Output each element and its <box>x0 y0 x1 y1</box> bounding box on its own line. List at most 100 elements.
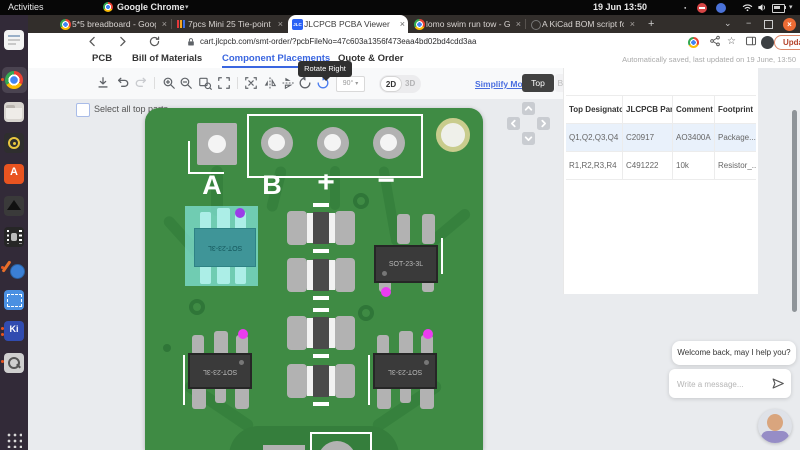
pan-left-button[interactable] <box>507 117 520 130</box>
window-minimize-button[interactable]: − <box>746 18 752 28</box>
back-icon[interactable] <box>86 35 99 48</box>
dock-magnifier[interactable] <box>4 353 24 373</box>
volume-icon[interactable] <box>757 2 768 13</box>
pad <box>377 335 389 355</box>
placements-table: Top Designator JLCPCB Part # Comment Foo… <box>566 95 756 180</box>
dnd-icon[interactable] <box>697 3 707 13</box>
pad <box>420 387 434 409</box>
component-body: SOT-23-3L <box>194 228 256 267</box>
send-icon[interactable] <box>771 377 785 390</box>
pcb-board[interactable]: A B + − SOT-23-3L SOT-23-3L <box>145 108 483 450</box>
selected-component-q[interactable]: SOT-23-3L <box>185 206 258 286</box>
tab-search-caret-icon[interactable]: ⌄ <box>724 18 732 28</box>
dock-inkscape[interactable] <box>4 196 24 216</box>
table-row[interactable]: R1,R2,R3,R4 C491222 10k Resistor_... <box>566 152 756 180</box>
sidepanel-icon[interactable] <box>745 35 757 47</box>
pan-down-button[interactable] <box>522 132 535 145</box>
silk-label-b: B <box>262 170 282 200</box>
tab-close-icon[interactable]: × <box>399 19 405 29</box>
system-menu-caret-icon[interactable]: ▾ <box>789 4 793 11</box>
nav-bill-of-materials[interactable]: Bill of Materials <box>132 53 203 64</box>
profile-avatar[interactable] <box>761 35 774 49</box>
tab-5[interactable]: A KiCad BOM script for ge × <box>525 15 638 33</box>
simplify-model-link[interactable]: Simplify Model <box>475 79 535 89</box>
bookmark-star-icon[interactable]: ☆ <box>727 36 736 47</box>
activities-button[interactable]: Activities <box>8 2 44 12</box>
zoom-out-icon[interactable] <box>179 76 193 90</box>
pad <box>397 214 410 244</box>
dock-rhythmbox[interactable] <box>4 133 24 153</box>
pad <box>287 364 307 398</box>
window-close-button[interactable]: × <box>783 17 796 31</box>
select-all-checkbox[interactable] <box>76 103 90 117</box>
pan-up-button[interactable] <box>522 102 535 115</box>
dock-ubuntu-software[interactable]: A <box>4 164 24 184</box>
pan-right-button[interactable] <box>537 117 550 130</box>
flip-horizontal-icon[interactable] <box>263 76 277 90</box>
nav-pcb[interactable]: PCB <box>92 53 113 64</box>
redo-icon[interactable] <box>134 76 148 90</box>
chat-input-box <box>669 369 791 398</box>
silkscreen-mark <box>188 141 190 174</box>
appmenu-label[interactable]: Google Chrome <box>117 2 185 12</box>
tab-close-icon[interactable]: × <box>161 19 167 29</box>
pad <box>335 364 355 398</box>
table-row[interactable]: Q1,Q2,Q3,Q4 C20917 AO3400A Package... <box>566 124 756 152</box>
select-area-icon[interactable] <box>244 76 258 90</box>
side-top-button[interactable]: Top <box>522 74 554 92</box>
url-text[interactable]: cart.jlcpcb.com/smt-order/?pcbFileNo=47c… <box>200 37 477 46</box>
tab-close-icon[interactable]: × <box>277 19 283 29</box>
address-bar: cart.jlcpcb.com/smt-order/?pcbFileNo=47c… <box>28 33 800 52</box>
fit-view-icon[interactable] <box>217 76 231 90</box>
running-dot <box>1 333 4 336</box>
site-nav: PCB Bill of Materials Component Placemen… <box>28 51 800 68</box>
pad <box>287 258 307 292</box>
undo-icon[interactable] <box>116 76 130 90</box>
pin1-marker <box>423 329 433 339</box>
battery-icon[interactable] <box>772 4 786 13</box>
dock-show-applications[interactable] <box>4 430 24 450</box>
view-2d-button[interactable]: 2D <box>380 76 402 92</box>
download-icon[interactable] <box>96 76 110 90</box>
dock-files[interactable] <box>4 102 24 122</box>
clock[interactable]: 19 Jun 13:50 <box>592 2 648 12</box>
via <box>189 299 205 315</box>
flip-vertical-icon[interactable] <box>281 76 295 90</box>
rotation-angle-dropdown[interactable]: 90° ▾ <box>336 76 365 92</box>
silkscreen-mark <box>313 354 329 358</box>
chat-message-input[interactable] <box>675 374 767 394</box>
share-icon[interactable] <box>709 35 721 47</box>
dock-web-pen-globe[interactable] <box>1 258 25 279</box>
forward-icon[interactable] <box>116 35 129 48</box>
reload-icon[interactable] <box>148 35 161 48</box>
rotate-left-icon[interactable] <box>298 76 312 90</box>
zoom-in-icon[interactable] <box>162 76 176 90</box>
window-restore-button[interactable] <box>764 20 773 29</box>
tab-close-icon[interactable]: × <box>629 19 635 29</box>
tab-3-active[interactable]: JLC JLCPCB PCBA Viewer × <box>288 15 408 33</box>
tab-4[interactable]: lomo swim run tow - Goo × <box>410 15 524 33</box>
update-chip[interactable]: Update ! <box>774 35 800 50</box>
tab-2[interactable]: 7pcs Mini 25 Tie-point Bre × <box>171 15 286 33</box>
dock-videos[interactable] <box>4 227 24 247</box>
nav-quote-order[interactable]: Quote & Order <box>338 53 404 64</box>
indicator-icon[interactable] <box>716 3 726 13</box>
page-scrollbar[interactable] <box>792 110 797 312</box>
chat-agent-avatar[interactable] <box>758 409 792 443</box>
google-g-icon[interactable] <box>688 37 699 48</box>
pad <box>235 212 246 236</box>
new-tab-button[interactable]: + <box>648 18 655 30</box>
tab-close-icon[interactable]: × <box>515 19 521 29</box>
nav-component-placements[interactable]: Component Placements <box>222 53 331 68</box>
dock-google-chrome[interactable] <box>4 70 24 90</box>
dock-text-editor[interactable] <box>4 30 24 50</box>
tab-1[interactable]: 5*5 breadboard - Google S × <box>56 15 170 33</box>
pad <box>200 212 211 236</box>
view-3d-button[interactable]: 3D <box>405 79 416 88</box>
dock-screenshot-tool[interactable] <box>4 290 24 310</box>
dock-kicad[interactable]: Ki <box>4 321 24 341</box>
zoom-selection-icon[interactable] <box>198 76 212 90</box>
lock-icon[interactable] <box>186 37 196 47</box>
wifi-icon[interactable] <box>742 2 753 13</box>
browser-tab-bar: 5*5 breadboard - Google S × 7pcs Mini 25… <box>28 15 800 33</box>
